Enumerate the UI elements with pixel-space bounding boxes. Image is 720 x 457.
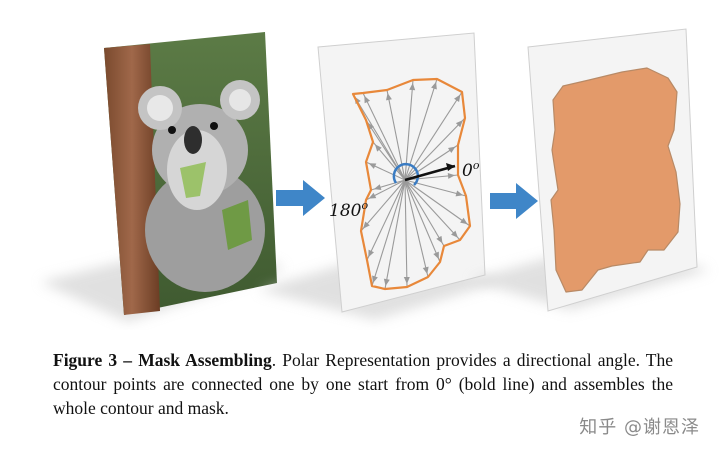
polar-ray: [404, 91, 463, 181]
polar-ray-arrowhead-icon: [409, 82, 416, 91]
polar-ray-arrowhead-icon: [455, 120, 463, 128]
polar-ray-arrowhead-icon: [372, 275, 378, 284]
polar-ray-arrowhead-icon: [436, 235, 443, 244]
polar-ray: [404, 144, 459, 181]
polar-ray: [404, 179, 441, 263]
polar-ray-arrowhead-icon: [451, 230, 458, 238]
polar-rays: [352, 78, 471, 290]
polar-ray-arrowhead-icon: [454, 94, 461, 103]
polar-representation-panel: 0o 180o: [258, 32, 500, 320]
start-arrowhead-icon: [446, 163, 455, 171]
caption-separator: –: [117, 350, 139, 370]
angle-0-label: 0o: [462, 159, 480, 181]
polar-ray-arrowhead-icon: [362, 221, 370, 229]
polar-ray-arrowhead-icon: [374, 144, 382, 152]
polar-ray: [404, 179, 429, 278]
figure-caption: Figure 3 – Mask Assembling. Polar Repres…: [53, 348, 673, 420]
polar-ray-arrowhead-icon: [455, 190, 464, 197]
polar-ray: [366, 179, 406, 261]
angle-arc-icon: [392, 162, 420, 186]
polar-ray: [404, 179, 408, 288]
polar-ray: [371, 179, 406, 287]
contour-polygon: [351, 77, 472, 291]
polar-ray: [360, 179, 406, 232]
watermark: 知乎 @谢恩泽: [579, 417, 700, 438]
polar-ray: [404, 179, 445, 247]
assembled-mask-panel: [470, 28, 710, 312]
polar-ray-arrowhead-icon: [433, 251, 439, 260]
polar-ray: [404, 179, 461, 241]
polar-ray: [404, 179, 471, 227]
polar-ray-arrowhead-icon: [460, 217, 468, 225]
start-ray-bold: [404, 164, 456, 182]
polar-ray-arrowhead-icon: [368, 249, 375, 258]
polar-ray: [365, 119, 406, 181]
polar-ray-arrowhead-icon: [386, 92, 392, 101]
polar-ray-arrowhead-icon: [431, 81, 437, 90]
polar-ray: [404, 78, 438, 181]
right-arrow-icon: [490, 183, 538, 219]
koala-image: [138, 80, 265, 292]
polar-ray-arrowhead-icon: [383, 278, 390, 287]
caption-label: Figure 3: [53, 350, 118, 370]
right-arrow-icon: [276, 180, 325, 216]
polar-ray-arrowhead-icon: [373, 184, 382, 191]
caption-title: Mask Assembling: [138, 350, 272, 370]
polar-ray-arrowhead-icon: [448, 146, 456, 154]
mask-shape: [550, 67, 681, 293]
koala-photo-panel: [40, 32, 285, 322]
figure-illustration: 0o 180o: [40, 28, 710, 322]
angle-180-label: 180o: [329, 199, 368, 221]
caption-body: . Polar Representation provides a direct…: [53, 350, 673, 418]
polar-ray-arrowhead-icon: [368, 192, 377, 199]
polar-ray: [384, 179, 406, 290]
polar-ray-arrowhead-icon: [403, 276, 410, 285]
polar-ray-arrowhead-icon: [364, 95, 371, 104]
polar-ray-arrowhead-icon: [447, 172, 456, 179]
polar-ray-arrowhead-icon: [368, 163, 377, 169]
polar-ray-arrowhead-icon: [422, 266, 429, 275]
polar-ray: [362, 92, 406, 181]
